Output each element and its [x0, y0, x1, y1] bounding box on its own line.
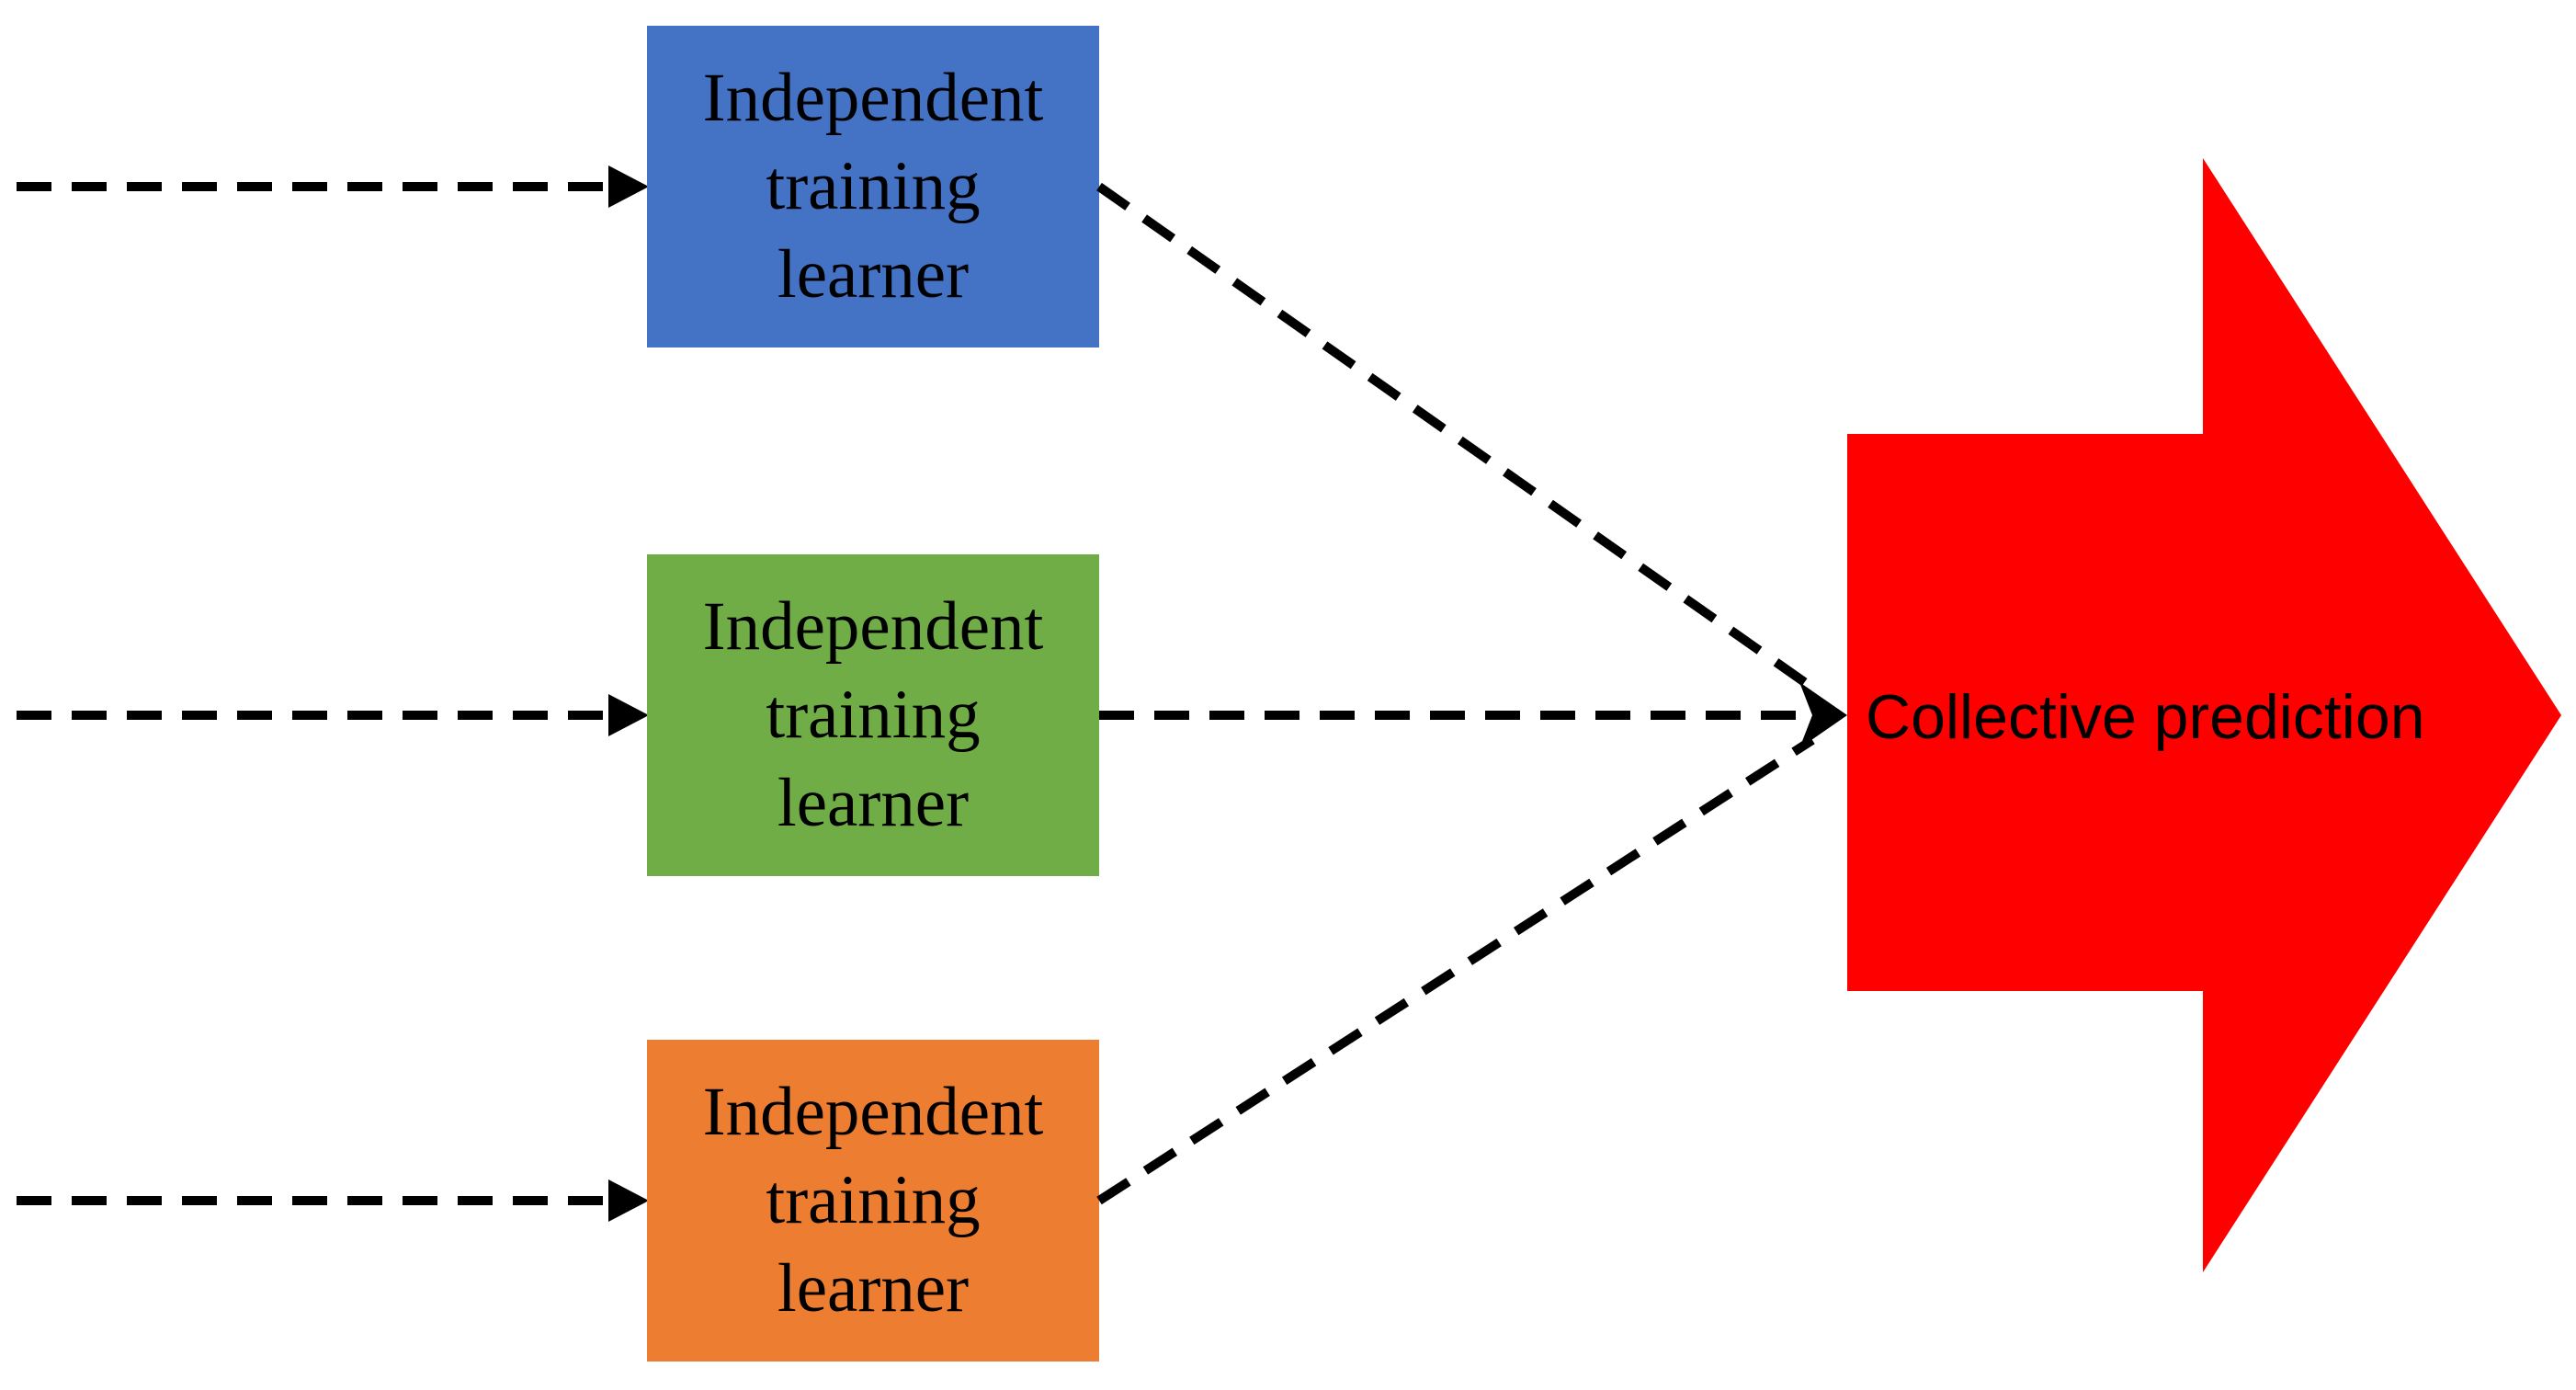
- learner-text-blue: Independent training learner: [647, 26, 1099, 348]
- learner-text-green: Independent training learner: [647, 554, 1099, 876]
- learner-text-orange: Independent training learner: [647, 1040, 1099, 1362]
- learner-box-orange: [647, 1040, 1099, 1362]
- connector-orange-to-output: [1096, 735, 1815, 1205]
- input-arrow-green: [17, 694, 649, 736]
- input-arrow-orange: [17, 1179, 649, 1222]
- learner-label-line: learner: [777, 765, 970, 841]
- learner-box-blue: [647, 26, 1099, 348]
- learner-label-line: training: [766, 677, 981, 753]
- learner-label-line: Independent: [702, 1074, 1044, 1150]
- collective-prediction-label: Collective prediction: [1866, 682, 2425, 752]
- learner-box-green: [647, 554, 1099, 876]
- learner-label-line: Independent: [702, 60, 1044, 136]
- input-arrow-blue: [17, 165, 649, 208]
- learner-label-line: training: [766, 1162, 981, 1238]
- learner-label-line: training: [766, 148, 981, 224]
- learner-label-line: learner: [777, 1250, 970, 1327]
- collective-prediction-arrow: [1847, 158, 2561, 1272]
- merge-arrowhead: [1799, 682, 1847, 748]
- learner-label-line: Independent: [702, 588, 1044, 665]
- connector-blue-to-output: [1096, 182, 1815, 692]
- learner-label-line: learner: [777, 236, 970, 313]
